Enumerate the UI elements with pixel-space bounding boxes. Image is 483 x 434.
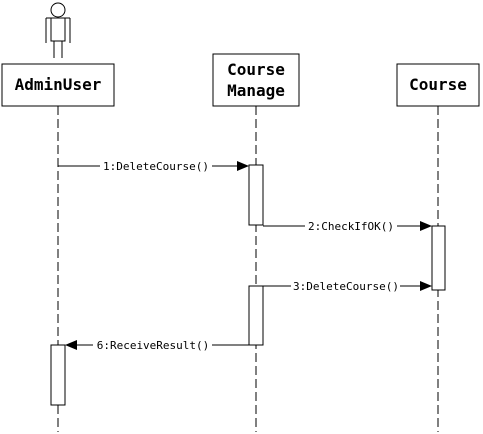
participant-course-manage-label-line1: Course	[227, 60, 285, 79]
participant-course-manage: Course Manage	[212, 53, 300, 107]
message-3: 3:DeleteCourse()	[263, 280, 432, 293]
activation-course-manage-2	[248, 285, 264, 346]
message-2-label: 2:CheckIfOK()	[308, 220, 394, 233]
arrowhead-icon	[420, 281, 432, 291]
participant-course: Course	[396, 63, 480, 107]
message-6-label: 6:ReceiveResult()	[97, 339, 210, 352]
activation-course-manage-1	[248, 164, 264, 226]
arrowhead-icon	[420, 221, 432, 231]
participant-adminuser-label: AdminUser	[15, 75, 102, 94]
participant-course-label: Course	[409, 75, 467, 94]
message-2: 2:CheckIfOK()	[263, 220, 432, 233]
activation-course-1	[431, 225, 446, 291]
message-6: 6:ReceiveResult()	[65, 339, 249, 352]
arrowhead-icon	[65, 340, 77, 350]
participant-adminuser: AdminUser	[1, 63, 115, 107]
participant-course-manage-label-line2: Manage	[227, 81, 285, 100]
message-1: 1:DeleteCourse()	[58, 160, 249, 173]
activation-adminuser-1	[50, 344, 66, 406]
message-1-label: 1:DeleteCourse()	[103, 160, 209, 173]
arrowhead-icon	[237, 161, 249, 171]
actor-figure-icon	[45, 2, 71, 58]
message-3-label: 3:DeleteCourse()	[293, 280, 399, 293]
